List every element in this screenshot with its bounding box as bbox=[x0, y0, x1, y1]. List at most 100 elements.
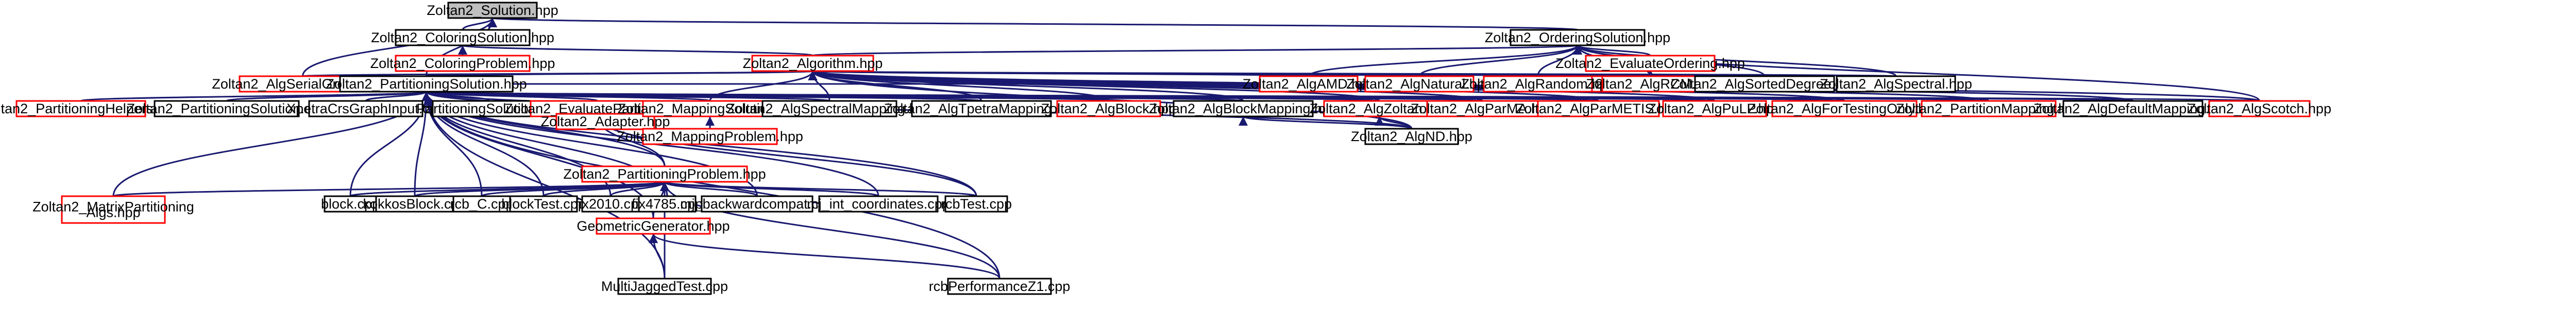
node-box[interactable] bbox=[911, 100, 1052, 117]
node-box[interactable] bbox=[1510, 29, 1646, 46]
edge-n49-to-n43 bbox=[649, 233, 1001, 279]
graph-node[interactable]: XpetraCrsGraphInput.cpp bbox=[286, 100, 445, 117]
graph-node[interactable]: mj_int_coordinates.cpp bbox=[807, 195, 950, 213]
edge-n39-to-n34 bbox=[414, 181, 669, 197]
node-box[interactable] bbox=[1173, 100, 1314, 117]
graph-node[interactable]: MultiJaggedTest.cpp bbox=[601, 278, 728, 295]
graph-node[interactable]: Zoltan2_AlgND.hpp bbox=[1351, 128, 1472, 145]
graph-node[interactable]: Zoltan2_EvaluateOrdering.hpp bbox=[1555, 55, 1745, 72]
node-box[interactable] bbox=[642, 128, 778, 145]
graph-node[interactable]: Zoltan2_AlgDefaultMapping.hpp bbox=[2033, 100, 2232, 117]
graph-node[interactable]: block.cpp bbox=[321, 195, 380, 213]
graph-node[interactable]: Zoltan2_AlgBlock.hpp bbox=[1041, 100, 1177, 117]
node-box[interactable] bbox=[154, 100, 300, 117]
graph-node[interactable]: Zoltan2_Algorithm.hpp bbox=[743, 55, 883, 72]
graph-node[interactable]: Zoltan2_ColoringProblem.hpp bbox=[370, 55, 555, 72]
graph-node[interactable]: blockTest.cpp bbox=[501, 195, 586, 213]
node-box[interactable] bbox=[447, 2, 538, 19]
node-box[interactable] bbox=[1601, 75, 1704, 93]
node-label: Zoltan2_AlgScotch.hpp bbox=[2188, 101, 2331, 116]
node-box[interactable] bbox=[581, 165, 748, 183]
graph-node[interactable]: Zoltan2_AlgBlockMapping.hpp bbox=[1149, 100, 1337, 117]
graph-node[interactable]: Zoltan2_AlgTpetraMapping.hpp bbox=[884, 100, 1079, 117]
node-box[interactable] bbox=[1662, 100, 1767, 117]
node-box[interactable] bbox=[1364, 75, 1475, 93]
graph-node[interactable]: Zoltan2_AlgSpectral.hpp bbox=[1820, 75, 1972, 93]
node-label: Zoltan2_ColoringProblem.hpp bbox=[370, 56, 555, 71]
graph-node[interactable]: kokkosBlock.cpp bbox=[363, 195, 467, 213]
node-box[interactable] bbox=[395, 29, 531, 46]
node-box[interactable] bbox=[509, 195, 578, 213]
graph-node[interactable]: rcbTest.cpp bbox=[941, 195, 1012, 213]
edge-n1-to-n0 bbox=[462, 18, 497, 30]
node-box[interactable] bbox=[1836, 75, 1956, 93]
node-box[interactable] bbox=[339, 75, 514, 93]
node-box[interactable] bbox=[395, 55, 531, 72]
node-box[interactable] bbox=[2208, 100, 2311, 117]
node-box[interactable] bbox=[701, 195, 814, 213]
node-box[interactable] bbox=[2062, 100, 2204, 117]
node-box[interactable] bbox=[15, 100, 146, 117]
graph-node[interactable]: Zoltan2_AlgSortedDegree.hpp bbox=[1671, 75, 1859, 93]
node-box[interactable] bbox=[555, 113, 655, 130]
edge-n21-to-n2 bbox=[1308, 45, 1582, 77]
node-label: blockTest.cpp bbox=[501, 196, 586, 212]
node-box[interactable] bbox=[761, 100, 897, 117]
node-box[interactable] bbox=[944, 195, 1008, 213]
edge-n48-to-n8 bbox=[421, 91, 666, 279]
graph-node[interactable]: Zoltan2_ColoringSolution.hpp bbox=[371, 29, 554, 46]
graph-node[interactable]: fix4785.cpp bbox=[632, 195, 703, 213]
node-box[interactable] bbox=[1426, 100, 1539, 117]
graph-node[interactable]: Zoltan2_PartitioningSolution.hpp bbox=[326, 75, 527, 93]
node-box[interactable] bbox=[1364, 128, 1459, 145]
node-box[interactable] bbox=[1259, 75, 1359, 93]
graph-node[interactable]: Zoltan2_AlgAMD.hpp bbox=[1243, 75, 1375, 93]
graph-node[interactable]: Zoltan2_Solution.hpp bbox=[427, 2, 558, 19]
node-label: Zoltan2_MatrixPartitioning bbox=[32, 199, 194, 214]
node-box[interactable] bbox=[61, 195, 166, 224]
node-box[interactable] bbox=[617, 278, 712, 295]
node-box[interactable] bbox=[947, 278, 1052, 295]
node-box[interactable] bbox=[581, 195, 640, 213]
node-box[interactable] bbox=[1056, 100, 1161, 117]
graph-node[interactable]: Zoltan2_PartitioningProblem.hpp bbox=[563, 165, 766, 183]
node-box[interactable] bbox=[638, 195, 697, 213]
graph-node[interactable]: Zoltan2_MappingProblem.hpp bbox=[617, 128, 803, 145]
node-box[interactable] bbox=[375, 195, 454, 213]
node-box[interactable] bbox=[308, 100, 423, 117]
graph-node[interactable]: Zoltan2_OrderingSolution.hpp bbox=[1485, 29, 1670, 46]
node-box[interactable] bbox=[1694, 75, 1835, 93]
node-label: kokkosBlock.cpp bbox=[363, 196, 466, 212]
graph-node[interactable]: Zoltan2_AlgSpectralMapping.hpp bbox=[726, 100, 933, 117]
node-box[interactable] bbox=[1585, 55, 1716, 72]
node-box[interactable] bbox=[751, 55, 874, 72]
node-box[interactable] bbox=[1537, 100, 1660, 117]
graph-node[interactable]: rcbPerformanceZ1.cpp bbox=[929, 278, 1071, 295]
node-box[interactable] bbox=[324, 195, 377, 213]
edge-n49-to-n8 bbox=[421, 91, 1001, 279]
graph-node[interactable]: fix2010.cpp bbox=[575, 195, 646, 213]
graph-node[interactable]: Zoltan2_AlgPuLP.hpp bbox=[1648, 100, 1782, 117]
node-box[interactable] bbox=[1483, 75, 1593, 93]
node-box[interactable] bbox=[1921, 100, 2057, 117]
graph-node[interactable]: Zoltan2_AlgParMETIS.hpp bbox=[1516, 100, 1681, 117]
node-label: Zoltan2_AlgAMD.hpp bbox=[1243, 76, 1375, 92]
graph-node[interactable]: GeometricGenerator.hpp bbox=[577, 217, 730, 235]
graph-node[interactable]: Zoltan2_PartitioningHelpers.hpp bbox=[0, 100, 180, 117]
node-box[interactable] bbox=[1771, 100, 1918, 117]
graph-node[interactable]: Zoltan2_AlgParMA.hpp bbox=[1411, 100, 1554, 117]
graph-node[interactable]: Zoltan2_AlgRandom.hpp bbox=[1461, 75, 1615, 93]
graph-node[interactable]: Zoltan2_AlgZoltan.hpp bbox=[1310, 100, 1450, 117]
graph-node[interactable]: Zoltan2_AlgNatural.hpp bbox=[1346, 75, 1493, 93]
graph-node[interactable]: Zoltan2_AlgForTestingOnly.hpp bbox=[1748, 100, 1941, 117]
graph-node[interactable]: Zoltan2_AlgScotch.hpp bbox=[2188, 100, 2331, 117]
graph-node[interactable]: Zoltan2_PartitioningSolution.cpp bbox=[127, 100, 327, 117]
node-box[interactable] bbox=[596, 217, 711, 235]
graph-node[interactable]: mj_backwardcompat.cpp bbox=[680, 195, 834, 213]
node-label: rcb_C.cpp bbox=[450, 196, 513, 212]
graph-node[interactable]: Zoltan2_PartitionMapping.hpp bbox=[1896, 100, 2081, 117]
node-label: Zoltan2_EvaluateOrdering.hpp bbox=[1555, 56, 1745, 71]
node-box[interactable] bbox=[818, 195, 939, 213]
